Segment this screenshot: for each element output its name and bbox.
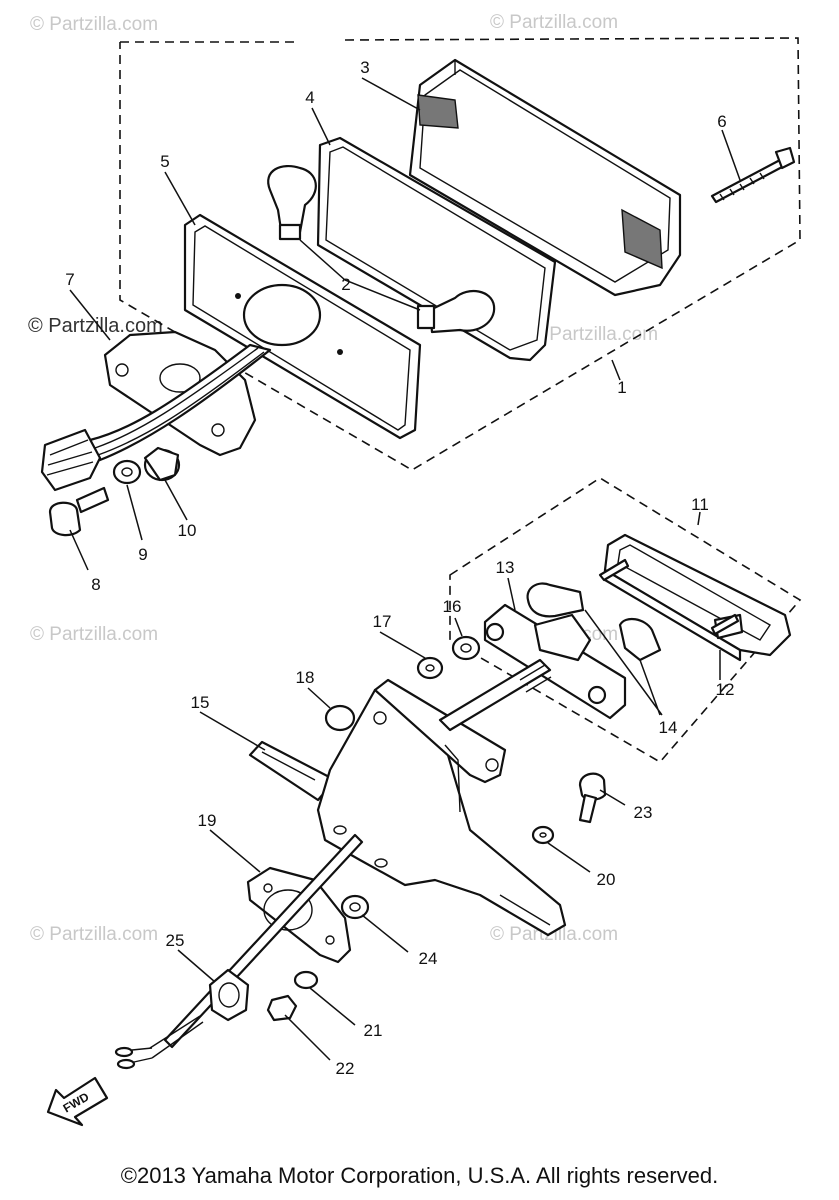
callout-labels: 1 2 3 4 5 6 7 8 9 10 11 12 13 14 15 16 1… <box>65 58 734 1078</box>
callout-20: 20 <box>597 870 616 889</box>
assembly-1-boundary <box>119 37 801 471</box>
callout-22: 22 <box>336 1059 355 1078</box>
collar-part-24 <box>340 894 370 920</box>
callout-6: 6 <box>717 112 726 131</box>
watermarks: © Partzilla.com © Partzilla.com © Partzi… <box>28 12 658 945</box>
washer-part-20 <box>531 825 555 845</box>
callout-11: 11 <box>691 495 709 514</box>
bulb-part-14-a <box>526 582 585 618</box>
callout-12: 12 <box>716 680 735 699</box>
callout-15: 15 <box>191 693 210 712</box>
callout-10: 10 <box>178 521 197 540</box>
watermark: © Partzilla.com <box>530 324 658 345</box>
callout-8: 8 <box>91 575 100 594</box>
fwd-arrow: FWD <box>46 1076 109 1127</box>
callout-13: 13 <box>496 558 515 577</box>
callout-2: 2 <box>341 275 350 294</box>
lamp-screw-upper <box>598 558 630 582</box>
callout-18: 18 <box>296 668 315 687</box>
callout-1: 1 <box>617 378 626 397</box>
lamp-screw-lower <box>710 613 740 636</box>
bolt-part-8 <box>48 486 110 537</box>
washer-part-9 <box>112 459 142 485</box>
callout-17: 17 <box>373 612 392 631</box>
cap-part-18 <box>324 704 356 732</box>
socket-plate-part-13 <box>483 603 627 720</box>
watermark-left: © Partzilla.com <box>28 315 163 337</box>
callout-16: 16 <box>443 597 462 616</box>
bolt-part-23 <box>578 772 607 824</box>
callout-19: 19 <box>198 811 217 830</box>
nut-part-22 <box>266 994 298 1022</box>
wire-terminals <box>114 1015 204 1070</box>
bulb-part-2-upper <box>267 164 317 241</box>
callout-24: 24 <box>419 949 438 968</box>
callout-9: 9 <box>138 545 147 564</box>
collar-part-10 <box>143 446 181 482</box>
callout-14: 14 <box>659 718 678 737</box>
copyright-notice: ©2013 Yamaha Motor Corporation, U.S.A. A… <box>120 1163 719 1188</box>
bracket-plate-part-7 <box>103 330 257 457</box>
leader-lines <box>69 77 741 1061</box>
watermark: © Partzilla.com <box>30 924 158 945</box>
bulb-part-14-b <box>618 617 662 662</box>
mounting-bracket-part-15 <box>248 678 567 937</box>
callout-4: 4 <box>305 88 314 107</box>
wire-harness <box>40 343 272 492</box>
socket-cable <box>438 658 552 732</box>
grommet-part-16 <box>451 635 481 661</box>
grommet-plate-part-19 <box>246 866 352 964</box>
callout-25: 25 <box>166 931 185 950</box>
lamp-base-plate-part-5 <box>183 213 422 440</box>
callout-23: 23 <box>634 803 653 822</box>
callout-5: 5 <box>160 152 169 171</box>
callout-21: 21 <box>364 1021 383 1040</box>
screw-part-6 <box>710 146 796 204</box>
callout-7: 7 <box>65 270 74 289</box>
washer-part-21 <box>293 970 319 990</box>
watermark: © Partzilla.com <box>490 924 618 945</box>
watermark: © Partzilla.com <box>490 12 618 33</box>
watermark: © Partzilla.com <box>30 624 158 645</box>
watermark: © Partzilla.com <box>30 14 158 35</box>
bulb-part-2-lower <box>416 289 496 334</box>
washer-part-17 <box>416 656 444 680</box>
grommet-part-25 <box>208 968 250 1022</box>
gasket-part-4 <box>316 136 557 362</box>
lens-housing-part-3 <box>408 58 682 297</box>
callout-3: 3 <box>360 58 369 77</box>
